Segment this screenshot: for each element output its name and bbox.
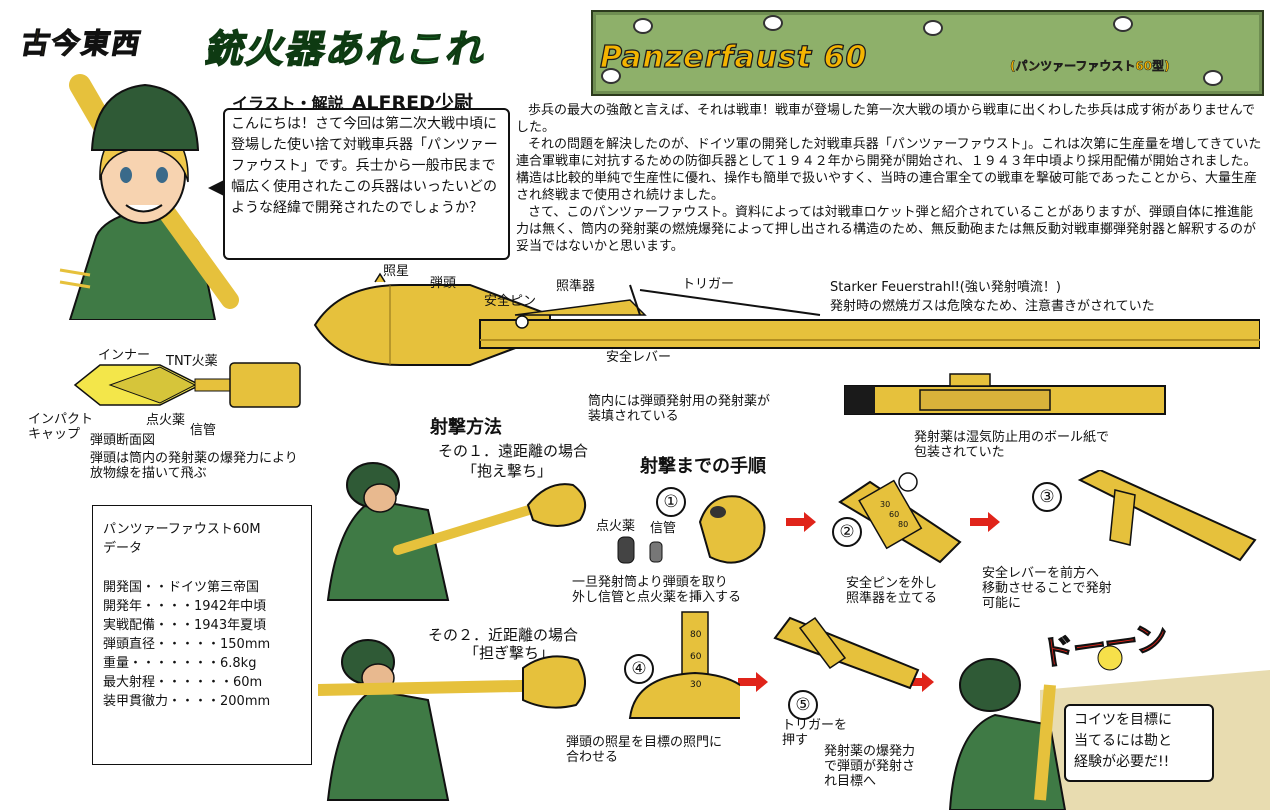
spec-row: 弾頭直径・・・・・150mm (103, 637, 271, 652)
sight-mark: 80 (690, 630, 702, 640)
spec-row: 実戦配備・・・1943年夏頃 (103, 618, 267, 633)
sight-mark-step2: 60 (889, 510, 900, 519)
label-inner: インナー (98, 348, 151, 363)
step-2-drawing (838, 472, 962, 564)
step-1-number: ① (656, 487, 686, 517)
label-fuze: 信管 (190, 423, 217, 438)
spec-box: パンツァーファウスト60M データ 開発国・・ドイツ第三帝国 開発年・・・・19… (92, 505, 312, 765)
intro-paragraph: それの問題を解決したのが、ドイツ軍の開発した対戦車兵器「パンツァーファウスト」。… (516, 137, 1262, 203)
sight-mark-step2: 30 (880, 500, 891, 509)
series-title: 銃火器あれこれ (202, 26, 493, 72)
bullet-hole-icon (763, 15, 783, 31)
bullet-hole-icon (633, 18, 653, 34)
label-safety-lever: 安全レバー (606, 350, 672, 365)
weapon-title-panel (591, 10, 1264, 96)
step-5-drawing (773, 616, 920, 690)
arrow-icon (786, 512, 816, 532)
step-1-text: 一旦発射筒より弾頭を取り 外し信管と点火薬を挿入する (572, 575, 742, 605)
series-part-3: 西 (108, 26, 145, 60)
step-5-result: 発射薬の爆発力 で弾頭が発射さ れ目標へ (824, 744, 916, 789)
spec-row: 開発年・・・・1942年中頃 (103, 599, 267, 614)
procedure-heading: 射撃までの手順 (640, 456, 766, 477)
weapon-subtitle: (パンツァーファウスト60型) (1010, 59, 1170, 74)
bullet-hole-icon (923, 20, 943, 36)
sight-mark-step2: 80 (898, 520, 909, 529)
charge-note: 発射薬は湿気防止用のボール紙で 包装されていた (914, 430, 1110, 460)
label-igniter: 点火薬 (146, 413, 186, 428)
spec-title: パンツァーファウスト60M データ (103, 522, 261, 556)
section-title: 弾頭断面図 (90, 433, 156, 448)
speech-tail (208, 180, 224, 196)
method-2-name: 「担ぎ撃ち」 (464, 644, 555, 662)
spec-row: 開発国・・ドイツ第三帝国 (103, 580, 260, 595)
intro-text: 歩兵の最大の強敵と言えば、それは戦車！戦車が登場した第一次大戦の頃から戦車に出く… (516, 102, 1264, 255)
label-safety-pin: 安全ピン (484, 294, 537, 309)
spec-row: 装甲貫徹力・・・・200mm (103, 694, 271, 709)
section-note: 弾頭は筒内の発射薬の爆発力により 放物線を描いて飛ぶ (90, 451, 298, 481)
step-4-text: 弾頭の照星を目標の照門に 合わせる (566, 735, 723, 765)
step-3-drawing (1077, 470, 1257, 562)
label-sight: 照星 (383, 264, 410, 279)
weapon-title: Panzerfaust 60 (599, 39, 868, 75)
intro-paragraph: 歩兵の最大の強敵と言えば、それは戦車！戦車が登場した第一次大戦の頃から戦車に出く… (516, 103, 1255, 135)
step-1-drawing (617, 495, 766, 564)
soldier-bubble: コイツを目標に 当てるには勘と 経験が必要だ!! (1064, 704, 1214, 782)
warning-note: 発射時の燃焼ガスは危険なため、注意書きがされていた (830, 299, 1155, 314)
series-part-1: 古今 (18, 26, 85, 60)
arrow-icon (904, 672, 934, 692)
step-5-text: トリガーを 押す (782, 718, 848, 748)
step-1-igniter: 点火薬 (596, 519, 636, 534)
firing-heading: 射撃方法 (430, 417, 502, 438)
label-trigger: トリガー (682, 277, 735, 292)
step-4-number: ④ (624, 654, 654, 684)
step-2-number: ② (832, 517, 862, 547)
bullet-hole-icon (601, 68, 621, 84)
step-1-fuze: 信管 (650, 521, 677, 536)
bullet-hole-icon (1203, 70, 1223, 86)
method-2: その２．近距離の場合 (428, 626, 579, 644)
method-1: その１．遠距離の場合 (438, 442, 589, 460)
step-4-drawing (628, 611, 740, 719)
step-5-number: ⑤ (788, 690, 818, 720)
spec-row: 最大射程・・・・・・60m (103, 675, 263, 690)
panzerfaust-diagram (313, 272, 1260, 366)
warning-text: Starker Feuerstrahl!(強い発射噴流！) (830, 280, 1061, 295)
bullet-hole-icon (1113, 16, 1133, 32)
tube-cutaway (844, 373, 1166, 415)
sight-mark: 30 (690, 680, 702, 690)
intro-paragraph: さて、このパンツァーファウスト。資料によっては対戦車ロケット弾と紹介されているこ… (516, 205, 1256, 254)
series-title-left: 古今東西 (18, 22, 145, 62)
soldier-hip-fire (326, 462, 587, 601)
speech-bubble: こんにちは！さて今回は第二次大戦中頃に登場した使い捨て対戦車兵器「パンツァーファ… (223, 108, 510, 260)
soldier-portrait (59, 74, 239, 320)
tube-note: 筒内には弾頭発射用の発射薬が 装填されている (588, 394, 771, 424)
sight-mark: 60 (690, 652, 702, 662)
arrow-icon (738, 672, 768, 692)
arrow-icon (970, 512, 1000, 532)
step-3-text: 安全レバーを前方へ 移動させることで発射 可能に (982, 566, 1112, 611)
label-tnt: TNT火薬 (166, 354, 218, 369)
warhead-section-drawing (73, 362, 301, 408)
soldier-shoulder-fire (318, 639, 586, 801)
label-rear-sight: 照準器 (556, 279, 596, 294)
spec-row: 重量・・・・・・・6.8kg (103, 656, 257, 671)
step-3-number: ③ (1032, 482, 1062, 512)
label-warhead: 弾頭 (430, 276, 457, 291)
step-2-text: 安全ピンを外し 照準器を立てる (846, 576, 938, 606)
label-impact-cap: インパクト キャップ (28, 412, 94, 442)
method-1-name: 「抱え撃ち」 (462, 462, 553, 480)
